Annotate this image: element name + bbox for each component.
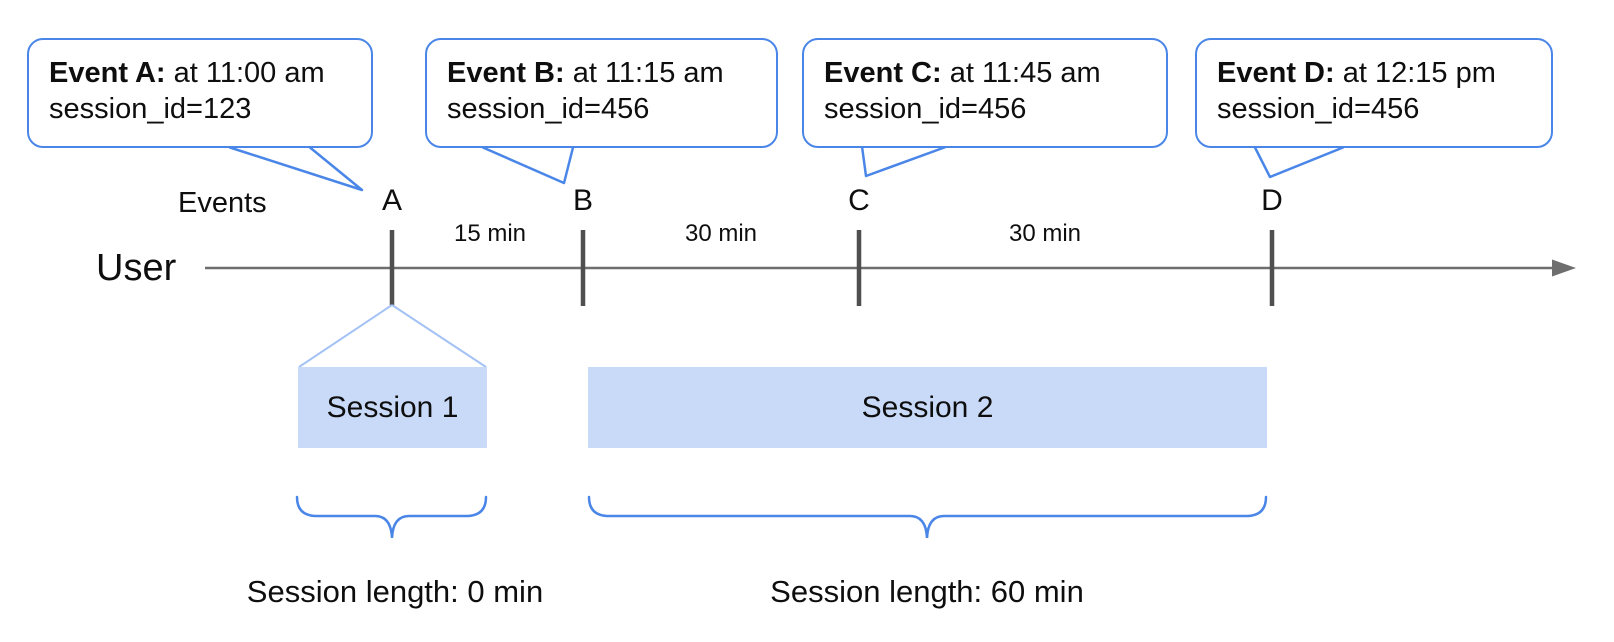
event-letter-d: D	[1261, 184, 1283, 217]
user-axis-label: User	[96, 247, 177, 289]
session-1-box: Session 1	[298, 367, 487, 448]
event-b-callout-time: at 11:15 am	[564, 57, 724, 89]
event-b-callout-title: Event B:	[447, 57, 565, 89]
timeline-arrowhead-icon	[1552, 259, 1576, 277]
session-1-label: Session 1	[326, 390, 459, 424]
event-c-callout-line1: Event C: at 11:45 am	[824, 55, 1166, 91]
event-d-callout-title: Event D:	[1217, 57, 1335, 89]
session-2-box: Session 2	[588, 367, 1267, 448]
event-letter-c: C	[848, 184, 870, 217]
event-letter-b: B	[572, 184, 594, 217]
event-b-callout-session-id: session_id=456	[447, 93, 650, 125]
session-1-length-label: Session length: 0 min	[246, 574, 544, 609]
event-c-callout: Event C: at 11:45 am session_id=456	[802, 38, 1168, 148]
event-c-callout-time: at 11:45 am	[941, 57, 1101, 89]
bubble-tail-c	[860, 145, 949, 178]
session-2-label: Session 2	[861, 390, 994, 424]
event-c-callout-session-id: session_id=456	[824, 93, 1027, 125]
event-a-callout-time: at 11:00 am	[165, 57, 325, 89]
interval-label-c-d: 30 min	[1008, 220, 1082, 247]
bubble-tail-b	[481, 146, 575, 185]
event-b-callout-line1: Event B: at 11:15 am	[447, 55, 776, 91]
session1-funnel-line-left	[298, 304, 393, 368]
bubble-tail-a	[228, 146, 364, 192]
event-a-callout-session-id: session_id=123	[49, 93, 252, 125]
event-b-callout: Event B: at 11:15 am session_id=456	[425, 38, 778, 148]
event-d-callout: Event D: at 12:15 pm session_id=456	[1195, 38, 1553, 148]
event-c-callout-title: Event C:	[824, 57, 942, 89]
event-d-callout-session-id: session_id=456	[1217, 93, 1420, 125]
event-a-callout-title: Event A:	[49, 57, 166, 89]
session2-brace	[587, 495, 1268, 539]
event-a-callout-line1: Event A: at 11:00 am	[49, 55, 371, 91]
session1-funnel-line-right	[391, 304, 487, 368]
events-axis-label: Events	[178, 187, 267, 219]
event-d-callout-line1: Event D: at 12:15 pm	[1217, 55, 1551, 91]
interval-label-a-b: 15 min	[453, 220, 527, 247]
interval-label-b-c: 30 min	[684, 220, 758, 247]
event-a-callout: Event A: at 11:00 am session_id=123	[27, 38, 373, 148]
event-letter-a: A	[381, 184, 403, 217]
session1-brace	[295, 495, 488, 539]
bubble-tail-d	[1253, 146, 1345, 179]
session-2-length-label: Session length: 60 min	[770, 574, 1084, 609]
event-d-callout-time: at 12:15 pm	[1334, 57, 1496, 89]
